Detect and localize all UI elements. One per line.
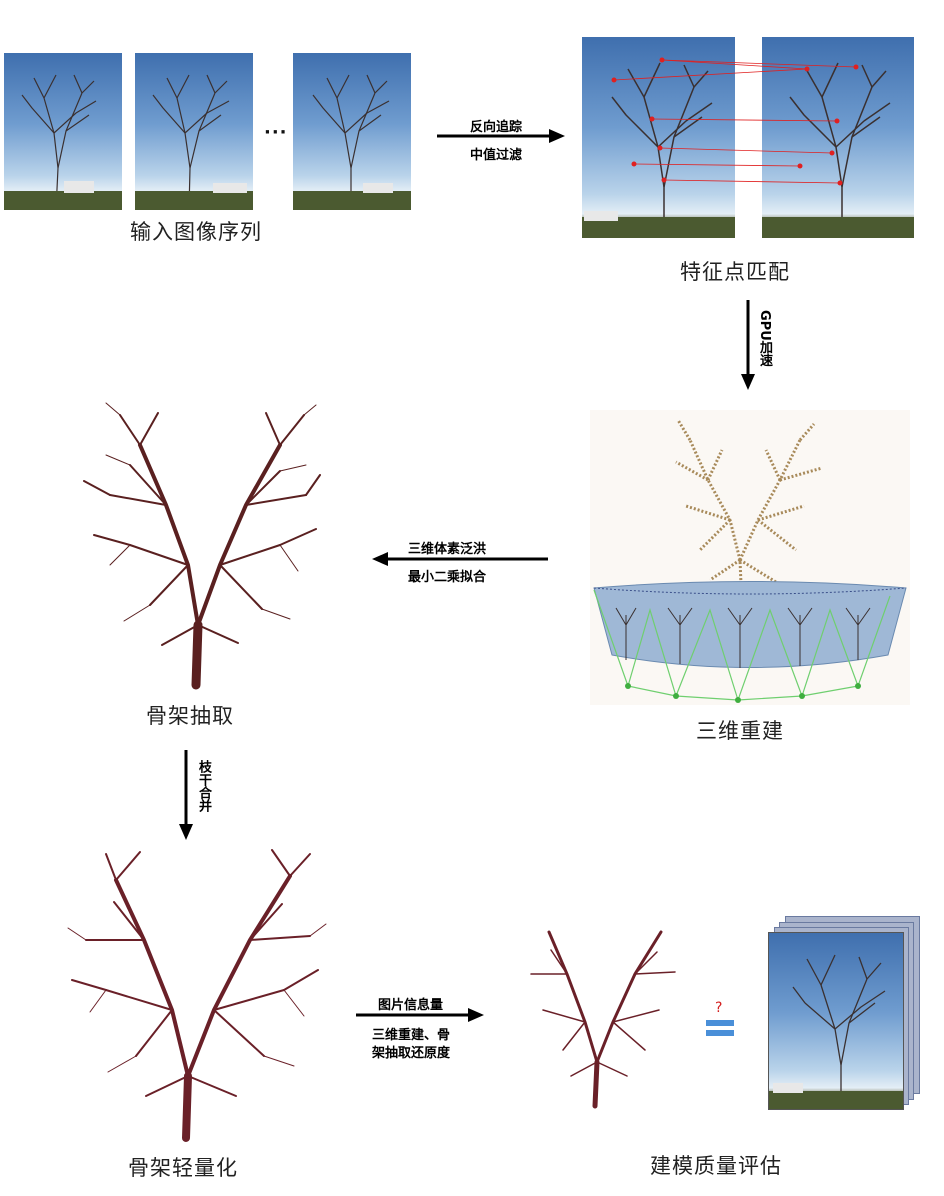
branch-merge-label: 枝干合并	[196, 760, 211, 812]
tree-icon	[582, 62, 735, 238]
sequence-ellipsis: ···	[264, 122, 288, 143]
skeleton-lightweight-caption: 骨架轻量化	[128, 1156, 238, 1180]
tree-icon	[762, 62, 914, 238]
equals-sign-bottom	[706, 1030, 734, 1036]
voxel-flood-label: 三维体素泛洪	[408, 542, 487, 557]
image-information-label: 图片信息量	[378, 998, 444, 1013]
input-photo-3	[293, 53, 411, 210]
tree-icon	[4, 74, 122, 210]
skeleton-tree-icon	[83, 402, 321, 690]
question-mark: ?	[715, 1000, 723, 1016]
left-arrow-icon	[372, 552, 548, 566]
reverse-tracking-label: 反向追踪	[470, 120, 523, 135]
restoration-label-line2: 架抽取还原度	[372, 1046, 451, 1061]
restoration-label-line1: 三维重建、骨	[372, 1028, 451, 1043]
lightweight-skeleton-tree-icon	[67, 849, 327, 1142]
tree-icon	[769, 954, 903, 1109]
right-arrow-icon	[356, 1008, 484, 1022]
equals-sign-top	[706, 1020, 734, 1026]
median-filter-label: 中值过滤	[470, 148, 523, 163]
evaluation-skeleton-tree-icon	[530, 930, 676, 1109]
right-arrow-icon	[437, 129, 565, 143]
reconstruction-caption: 三维重建	[696, 719, 784, 743]
quality-evaluation-caption: 建模质量评估	[650, 1154, 782, 1178]
input-sequence-caption: 输入图像序列	[130, 220, 262, 244]
down-arrow-icon	[179, 750, 193, 840]
down-arrow-icon	[741, 300, 755, 390]
evaluation-photo	[768, 932, 904, 1110]
tree-icon	[293, 74, 411, 210]
match-photo-left	[582, 37, 735, 238]
gpu-acceleration-label: GPU加速	[757, 310, 772, 367]
point-cloud-tree-icon	[593, 419, 907, 703]
input-photo-2	[135, 53, 253, 210]
feature-match-lines	[611, 57, 859, 186]
reconstruction-panel	[590, 410, 910, 705]
least-squares-label: 最小二乘拟合	[408, 570, 487, 585]
tree-icon	[135, 74, 253, 210]
input-photo-1	[4, 53, 122, 210]
feature-point-markers	[611, 57, 859, 186]
feature-matching-caption: 特征点匹配	[680, 260, 790, 284]
skeleton-extraction-caption: 骨架抽取	[146, 704, 234, 728]
